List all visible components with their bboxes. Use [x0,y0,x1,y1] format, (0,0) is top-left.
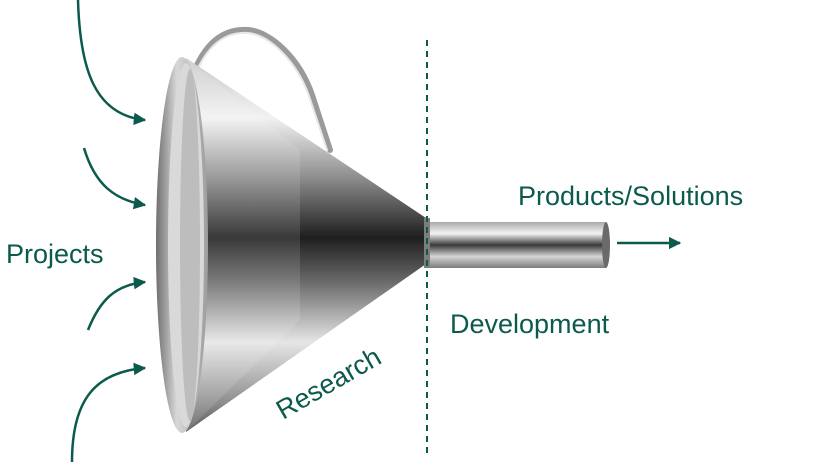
development-label: Development [450,309,610,339]
funnel-icon [156,26,610,433]
projects-label: Projects [6,239,104,269]
input-arrow-4 [70,362,147,463]
input-arrows [70,0,147,463]
input-arrow-1 [76,0,147,126]
input-arrow-2 [82,147,147,210]
output-label: Products/Solutions [518,181,743,211]
input-arrow-3 [86,276,147,331]
